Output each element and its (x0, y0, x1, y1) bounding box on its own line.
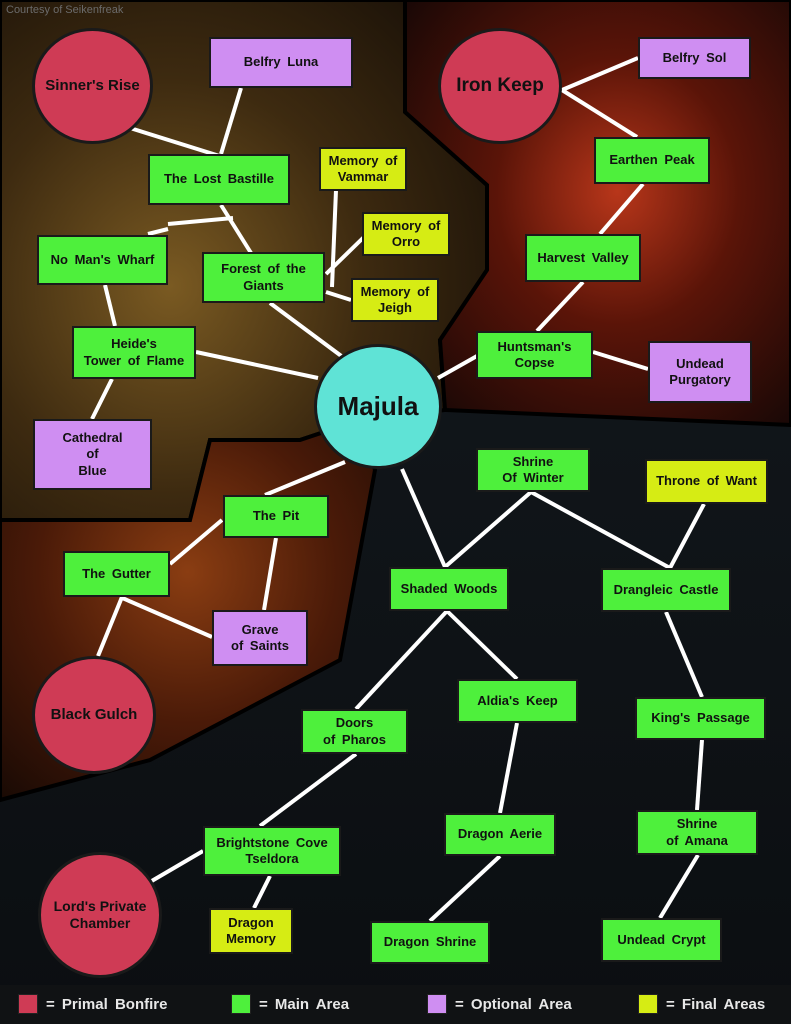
connector-9 (268, 301, 346, 360)
legend-label-main: = Main Area (259, 995, 350, 1013)
node-the-gutter[interactable]: The Gutter (63, 551, 170, 597)
node-grave-saints[interactable]: Grave of Saints (212, 610, 308, 666)
connector-35 (252, 875, 272, 909)
connector-18 (264, 460, 346, 497)
connector-15 (535, 280, 585, 333)
node-earthen-peak[interactable]: Earthen Peak (594, 137, 710, 184)
connector-14 (598, 182, 645, 236)
connector-28 (445, 609, 519, 681)
node-no-mans-wharf[interactable]: No Man's Wharf (37, 235, 168, 285)
connector-4 (103, 284, 117, 327)
node-majula[interactable]: Majula (314, 344, 442, 469)
node-heides-tower[interactable]: Heide's Tower of Flame (72, 326, 196, 379)
node-the-pit[interactable]: The Pit (223, 495, 329, 538)
connector-13 (560, 88, 639, 139)
connector-16 (437, 354, 478, 380)
node-forest-giants[interactable]: Forest of the Giants (202, 252, 325, 303)
node-memory-jeigh[interactable]: Memory of Jeigh (351, 278, 439, 322)
node-undead-purgatory[interactable]: Undead Purgatory (648, 341, 752, 403)
node-iron-keep[interactable]: Iron Keep (438, 28, 562, 144)
node-brightstone-cove[interactable]: Brightstone Cove Tseldora (203, 826, 341, 876)
legend-swatch-final (638, 994, 658, 1014)
connector-29 (664, 611, 704, 698)
connector-0 (129, 126, 227, 160)
legend-primal: = Primal Bonfire (18, 994, 167, 1014)
node-huntsmans-copse[interactable]: Huntsman's Copse (476, 331, 593, 379)
connector-7 (324, 235, 366, 276)
connector-36 (148, 849, 205, 884)
legend-swatch-main (231, 994, 251, 1014)
connector-25 (530, 490, 671, 570)
legend-optional: = Optional Area (427, 994, 572, 1014)
connector-33 (658, 853, 700, 920)
connector-6 (330, 189, 338, 288)
node-sinners-rise[interactable]: Sinner's Rise (32, 28, 153, 144)
node-lost-bastille[interactable]: The Lost Bastille (148, 154, 290, 205)
node-harvest-valley[interactable]: Harvest Valley (525, 234, 641, 282)
node-shaded-woods[interactable]: Shaded Woods (389, 567, 509, 611)
connector-34 (428, 854, 502, 923)
connector-27 (354, 609, 449, 711)
legend-swatch-primal (18, 994, 38, 1014)
connector-5 (147, 227, 169, 236)
node-belfry-luna[interactable]: Belfry Luna (209, 37, 353, 88)
connector-17 (592, 350, 649, 371)
connector-19 (168, 518, 224, 566)
node-shrine-winter[interactable]: Shrine Of Winter (476, 448, 590, 492)
node-drangleic-castle[interactable]: Drangleic Castle (601, 568, 731, 612)
connector-21 (119, 595, 213, 639)
legend-label-final: = Final Areas (666, 995, 766, 1013)
node-throne-want[interactable]: Throne of Want (645, 459, 768, 504)
credit-text: Courtesy of Seikenfreak (6, 4, 124, 16)
connector-8 (325, 290, 352, 302)
connector-11 (90, 378, 114, 420)
connector-12 (561, 56, 639, 92)
node-cathedral-blue[interactable]: Cathedral of Blue (33, 419, 152, 490)
legend-bar (0, 985, 791, 1024)
legend-swatch-optional (427, 994, 447, 1014)
node-aldias-keep[interactable]: Aldia's Keep (457, 679, 578, 723)
connector-1 (219, 87, 243, 155)
node-doors-pharos[interactable]: Doors of Pharos (301, 709, 408, 754)
node-shrine-amana[interactable]: Shrine of Amana (636, 810, 758, 855)
node-kings-passage[interactable]: King's Passage (635, 697, 766, 740)
connector-31 (498, 722, 519, 814)
connector-2 (167, 216, 234, 226)
connector-lines (90, 56, 706, 923)
node-dragon-shrine[interactable]: Dragon Shrine (370, 921, 490, 964)
connector-30 (258, 752, 358, 828)
node-lords-chamber[interactable]: Lord's Private Chamber (38, 852, 162, 978)
connector-10 (195, 350, 319, 380)
legend-final: = Final Areas (638, 994, 765, 1014)
node-dragon-memory[interactable]: Dragon Memory (209, 908, 293, 954)
connector-3 (219, 203, 253, 255)
node-memory-vammar[interactable]: Memory of Vammar (319, 147, 407, 191)
legend-label-primal: = Primal Bonfire (46, 995, 168, 1013)
legend: = Primal Bonfire = Main Area = Optional … (0, 988, 791, 1024)
connector-24 (443, 490, 533, 569)
node-undead-crypt[interactable]: Undead Crypt (601, 918, 722, 962)
legend-main: = Main Area (231, 994, 349, 1014)
node-black-gulch[interactable]: Black Gulch (32, 656, 156, 774)
connector-20 (262, 537, 278, 611)
node-memory-orro[interactable]: Memory of Orro (362, 212, 450, 256)
connector-26 (668, 503, 706, 569)
connector-32 (695, 739, 704, 811)
connector-23 (400, 468, 447, 568)
node-belfry-sol[interactable]: Belfry Sol (638, 37, 751, 79)
connector-22 (96, 596, 124, 657)
node-dragon-aerie[interactable]: Dragon Aerie (444, 813, 556, 856)
legend-label-optional: = Optional Area (455, 995, 572, 1013)
